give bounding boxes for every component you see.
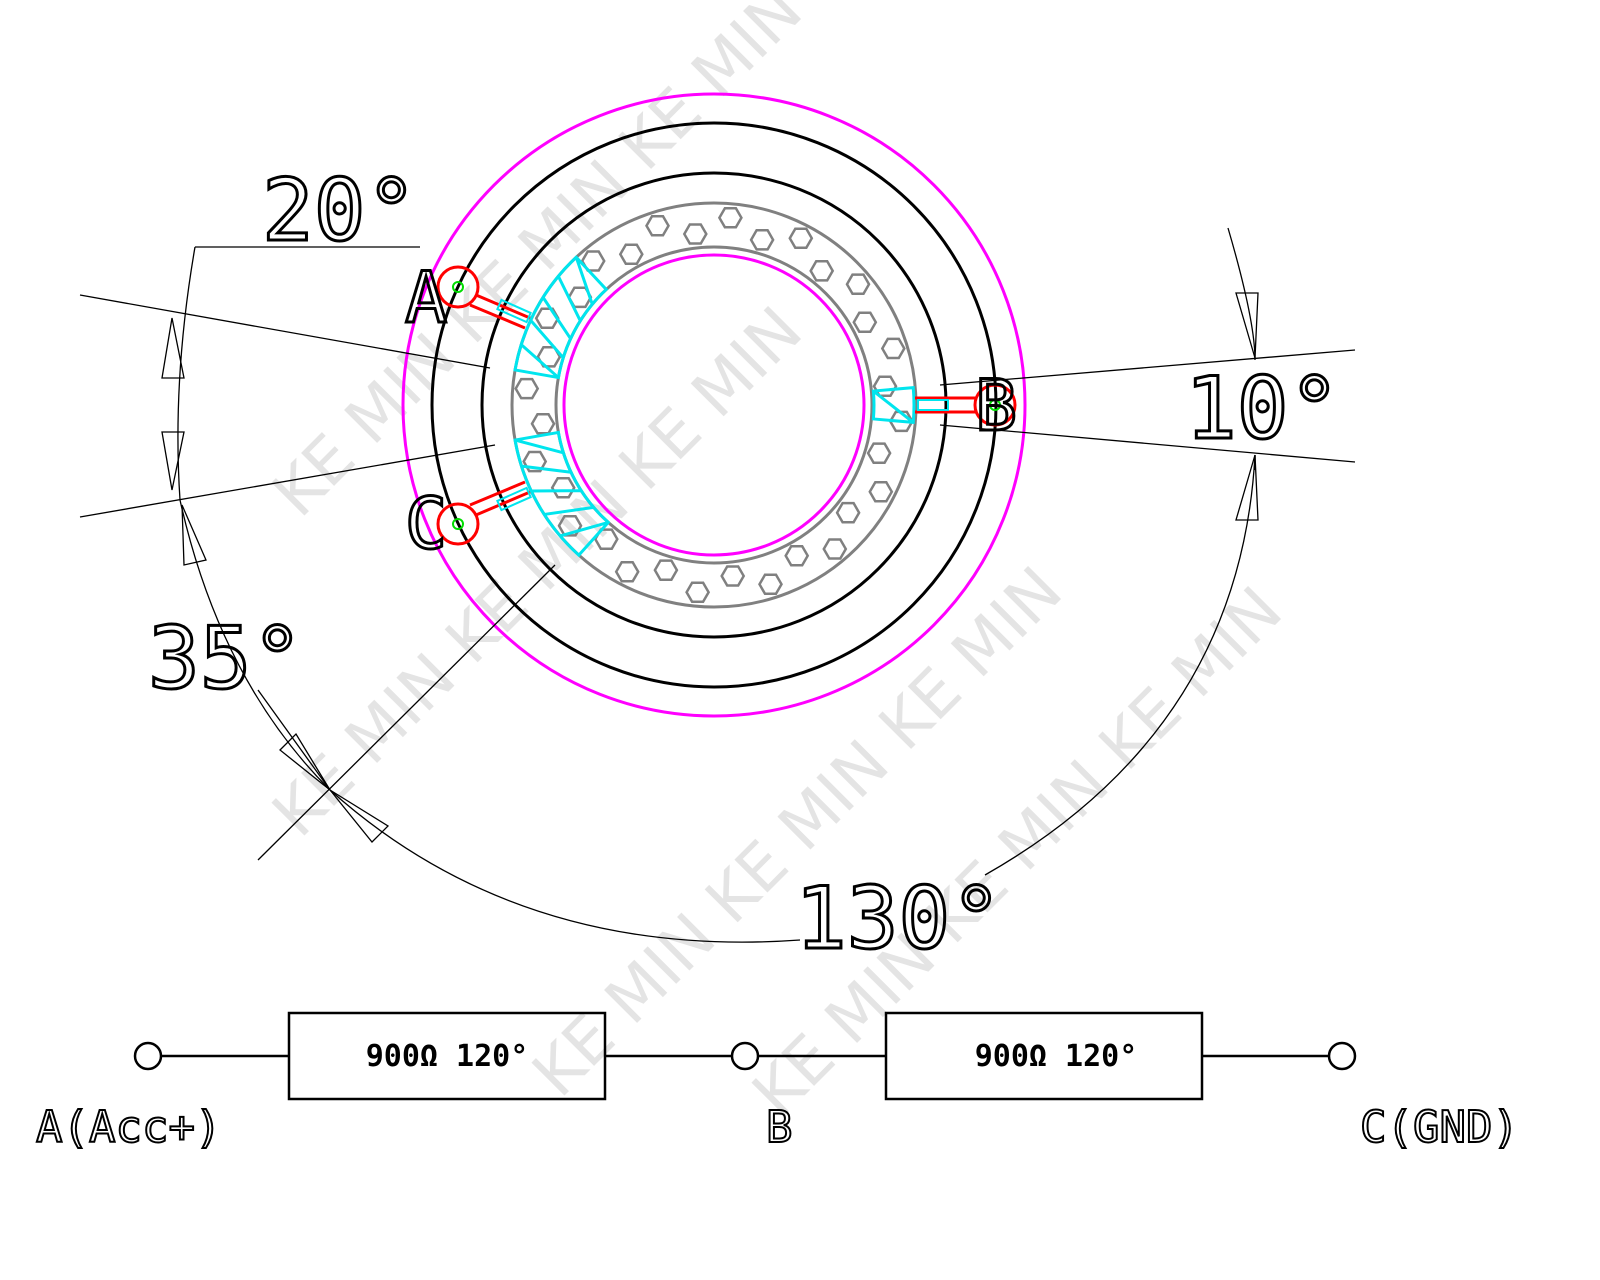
pad-b-slot (917, 399, 949, 411)
angle-label-130: 130° (795, 869, 1002, 969)
track-inner-circle (554, 245, 874, 565)
pad-c (513, 430, 611, 558)
dim-130-arc-right (984, 454, 1256, 876)
arrow-icon (279, 732, 331, 791)
hexagon-mark (845, 273, 871, 295)
terminal-b-node (730, 1041, 760, 1071)
terminal-b-label: B (766, 1102, 793, 1153)
hexagon-mark (580, 250, 606, 272)
hexagon-mark (614, 560, 640, 583)
hexagon-mark (749, 229, 775, 251)
pin-label-a: A (405, 257, 447, 339)
hexagon-mark (522, 450, 548, 473)
pin-label-b: B (975, 365, 1017, 447)
hexagon-mark (788, 227, 814, 250)
watermark: KE MIN KE MIN KE MIN (259, 294, 817, 852)
terminal-c (436, 502, 480, 546)
hexagon-mark (872, 375, 898, 398)
hexagon-mark (822, 538, 848, 560)
hexagon-mark (868, 481, 894, 503)
extension-line-b-bottom (939, 424, 1356, 463)
hexagon-mark (550, 476, 576, 499)
arrow-icon (1235, 292, 1259, 359)
terminal-c-label: C(GND) (1360, 1102, 1519, 1153)
housing-outer-circle (430, 121, 998, 689)
terminal-b-stem (915, 396, 975, 414)
hexagon-mark (880, 337, 906, 360)
pin-label-c: C (405, 483, 447, 565)
hexagon-mark (530, 412, 556, 435)
outer-outline-circle (401, 92, 1027, 718)
pad-a-slot (496, 298, 532, 324)
terminal-a (436, 265, 480, 309)
hexagon-mark (682, 223, 708, 245)
hexagon-mark (720, 565, 746, 587)
pad-b (871, 385, 916, 425)
hexagon-mark (866, 442, 892, 464)
resistor-1-label: 900Ω 120° (366, 1039, 529, 1074)
hexagon-mark (593, 528, 619, 550)
hexagon-mark (618, 243, 644, 265)
arrow-icon (181, 504, 207, 566)
angle-label-35: 35° (148, 609, 303, 709)
inner-outline-circle (562, 253, 866, 557)
resistor-2 (884, 1011, 1204, 1101)
track-hexagons (514, 206, 914, 604)
dim-130-arc (257, 689, 801, 943)
dim-35-arc (179, 499, 331, 791)
arrow-icon (329, 789, 390, 843)
circuit-schematic: 900Ω 120° 900Ω 120° A(Acc+) B C(GND) (35, 1011, 1520, 1154)
via-a (452, 281, 464, 293)
hexagon-mark (717, 206, 743, 229)
via-b (989, 399, 1001, 411)
terminals (436, 265, 1017, 546)
extension-line-end (257, 564, 556, 861)
hexagon-mark (534, 307, 560, 329)
pad-c-slot (496, 486, 532, 512)
hexagon-mark (784, 545, 810, 567)
hexagon-mark (653, 559, 679, 581)
pad-a (513, 255, 609, 380)
hexagon-mark (557, 515, 583, 537)
arrow-icon (161, 317, 185, 379)
hexagon-mark (685, 581, 711, 604)
hexagon-mark (809, 260, 835, 282)
extension-line-c (79, 444, 496, 518)
hexagon-mark (645, 214, 670, 237)
track-outer-circle (510, 201, 918, 609)
angle-label-10: 10° (1185, 359, 1340, 459)
terminal-a-label: A(Acc+) (36, 1102, 221, 1153)
hexagon-mark (514, 377, 540, 400)
terminal-b (973, 383, 1017, 427)
arrow-icon (161, 431, 185, 491)
dimension-lines (79, 227, 1356, 943)
resistor-2-label: 900Ω 120° (975, 1039, 1138, 1074)
hexagon-mark (852, 311, 878, 334)
hexagon-mark (835, 501, 861, 524)
extension-line-a (79, 294, 491, 369)
housing-inner-circle (480, 171, 948, 639)
via-c (452, 518, 464, 530)
terminal-a-stem (469, 293, 531, 330)
terminal-c-stem (469, 480, 531, 517)
resistor-1 (287, 1011, 607, 1101)
arrow-icon (1235, 454, 1259, 521)
terminal-c-node (1327, 1041, 1357, 1071)
hexagon-mark (758, 573, 783, 596)
angle-label-20: 20° (262, 161, 417, 261)
terminal-a-node (133, 1041, 163, 1071)
dim-20-arc (177, 246, 420, 501)
extension-line-b-top (939, 349, 1356, 386)
